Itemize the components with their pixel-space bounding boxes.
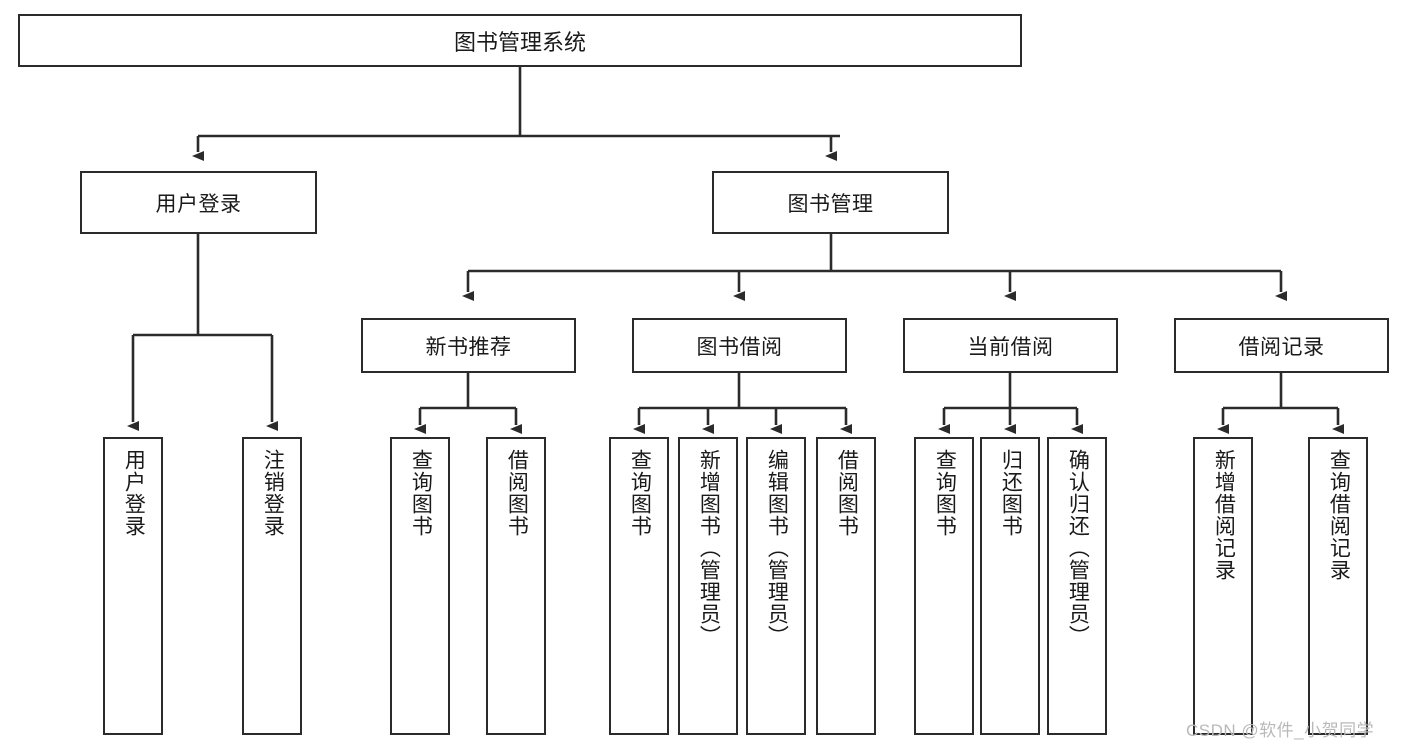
node-book-borrow-label: 图书借阅	[696, 335, 783, 359]
node-book-borrow[interactable]: 图书借阅	[632, 318, 847, 373]
leaf-nb-borrow-book-label: 借阅图书	[505, 449, 529, 537]
leaf-bb-borrow-book-label: 借阅图书	[835, 449, 859, 537]
leaf-logout-label: 注销登录	[261, 449, 285, 537]
node-book-manage[interactable]: 图书管理	[712, 171, 949, 234]
leaf-cb-confirm-return[interactable]: 确认归还（管理员）	[1047, 437, 1107, 735]
node-borrow-record-label: 借阅记录	[1238, 335, 1325, 359]
leaf-cb-confirm-return-label: 确认归还（管理员）	[1066, 449, 1090, 647]
leaf-logout[interactable]: 注销登录	[242, 437, 302, 735]
node-current-borrow[interactable]: 当前借阅	[903, 318, 1118, 373]
leaf-br-query-record-label: 查询借阅记录	[1327, 449, 1351, 581]
leaf-user-login-label: 用户登录	[122, 449, 146, 537]
leaf-br-query-record[interactable]: 查询借阅记录	[1308, 437, 1368, 735]
leaf-user-login[interactable]: 用户登录	[103, 437, 163, 735]
leaf-bb-borrow-book[interactable]: 借阅图书	[816, 437, 876, 735]
node-new-book-recommend[interactable]: 新书推荐	[361, 318, 576, 373]
leaf-br-add-record[interactable]: 新增借阅记录	[1193, 437, 1253, 735]
leaf-bb-query-book[interactable]: 查询图书	[609, 437, 669, 735]
node-user-login-label: 用户登录	[155, 192, 242, 216]
leaf-cb-query-book[interactable]: 查询图书	[914, 437, 974, 735]
leaf-bb-query-book-label: 查询图书	[628, 449, 652, 537]
leaf-bb-edit-book[interactable]: 编辑图书（管理员）	[746, 437, 806, 735]
leaf-nb-query-book-label: 查询图书	[409, 449, 433, 537]
leaf-bb-add-book-label: 新增图书（管理员）	[697, 449, 721, 647]
leaf-cb-return-book[interactable]: 归还图书	[980, 437, 1040, 735]
node-new-book-recommend-label: 新书推荐	[425, 335, 512, 359]
node-root[interactable]: 图书管理系统	[18, 14, 1022, 67]
node-user-login[interactable]: 用户登录	[80, 171, 317, 234]
leaf-cb-query-book-label: 查询图书	[933, 449, 957, 537]
node-root-label: 图书管理系统	[453, 29, 586, 55]
csdn-watermark: CSDN @软件_小贺同学	[1186, 721, 1375, 740]
node-book-manage-label: 图书管理	[787, 192, 874, 216]
leaf-nb-query-book[interactable]: 查询图书	[390, 437, 450, 735]
leaf-br-add-record-label: 新增借阅记录	[1212, 449, 1236, 581]
leaf-bb-edit-book-label: 编辑图书（管理员）	[765, 449, 789, 647]
leaf-cb-return-book-label: 归还图书	[999, 449, 1023, 537]
leaf-bb-add-book[interactable]: 新增图书（管理员）	[678, 437, 738, 735]
leaf-nb-borrow-book[interactable]: 借阅图书	[486, 437, 546, 735]
node-current-borrow-label: 当前借阅	[967, 335, 1054, 359]
node-borrow-record[interactable]: 借阅记录	[1174, 318, 1389, 373]
